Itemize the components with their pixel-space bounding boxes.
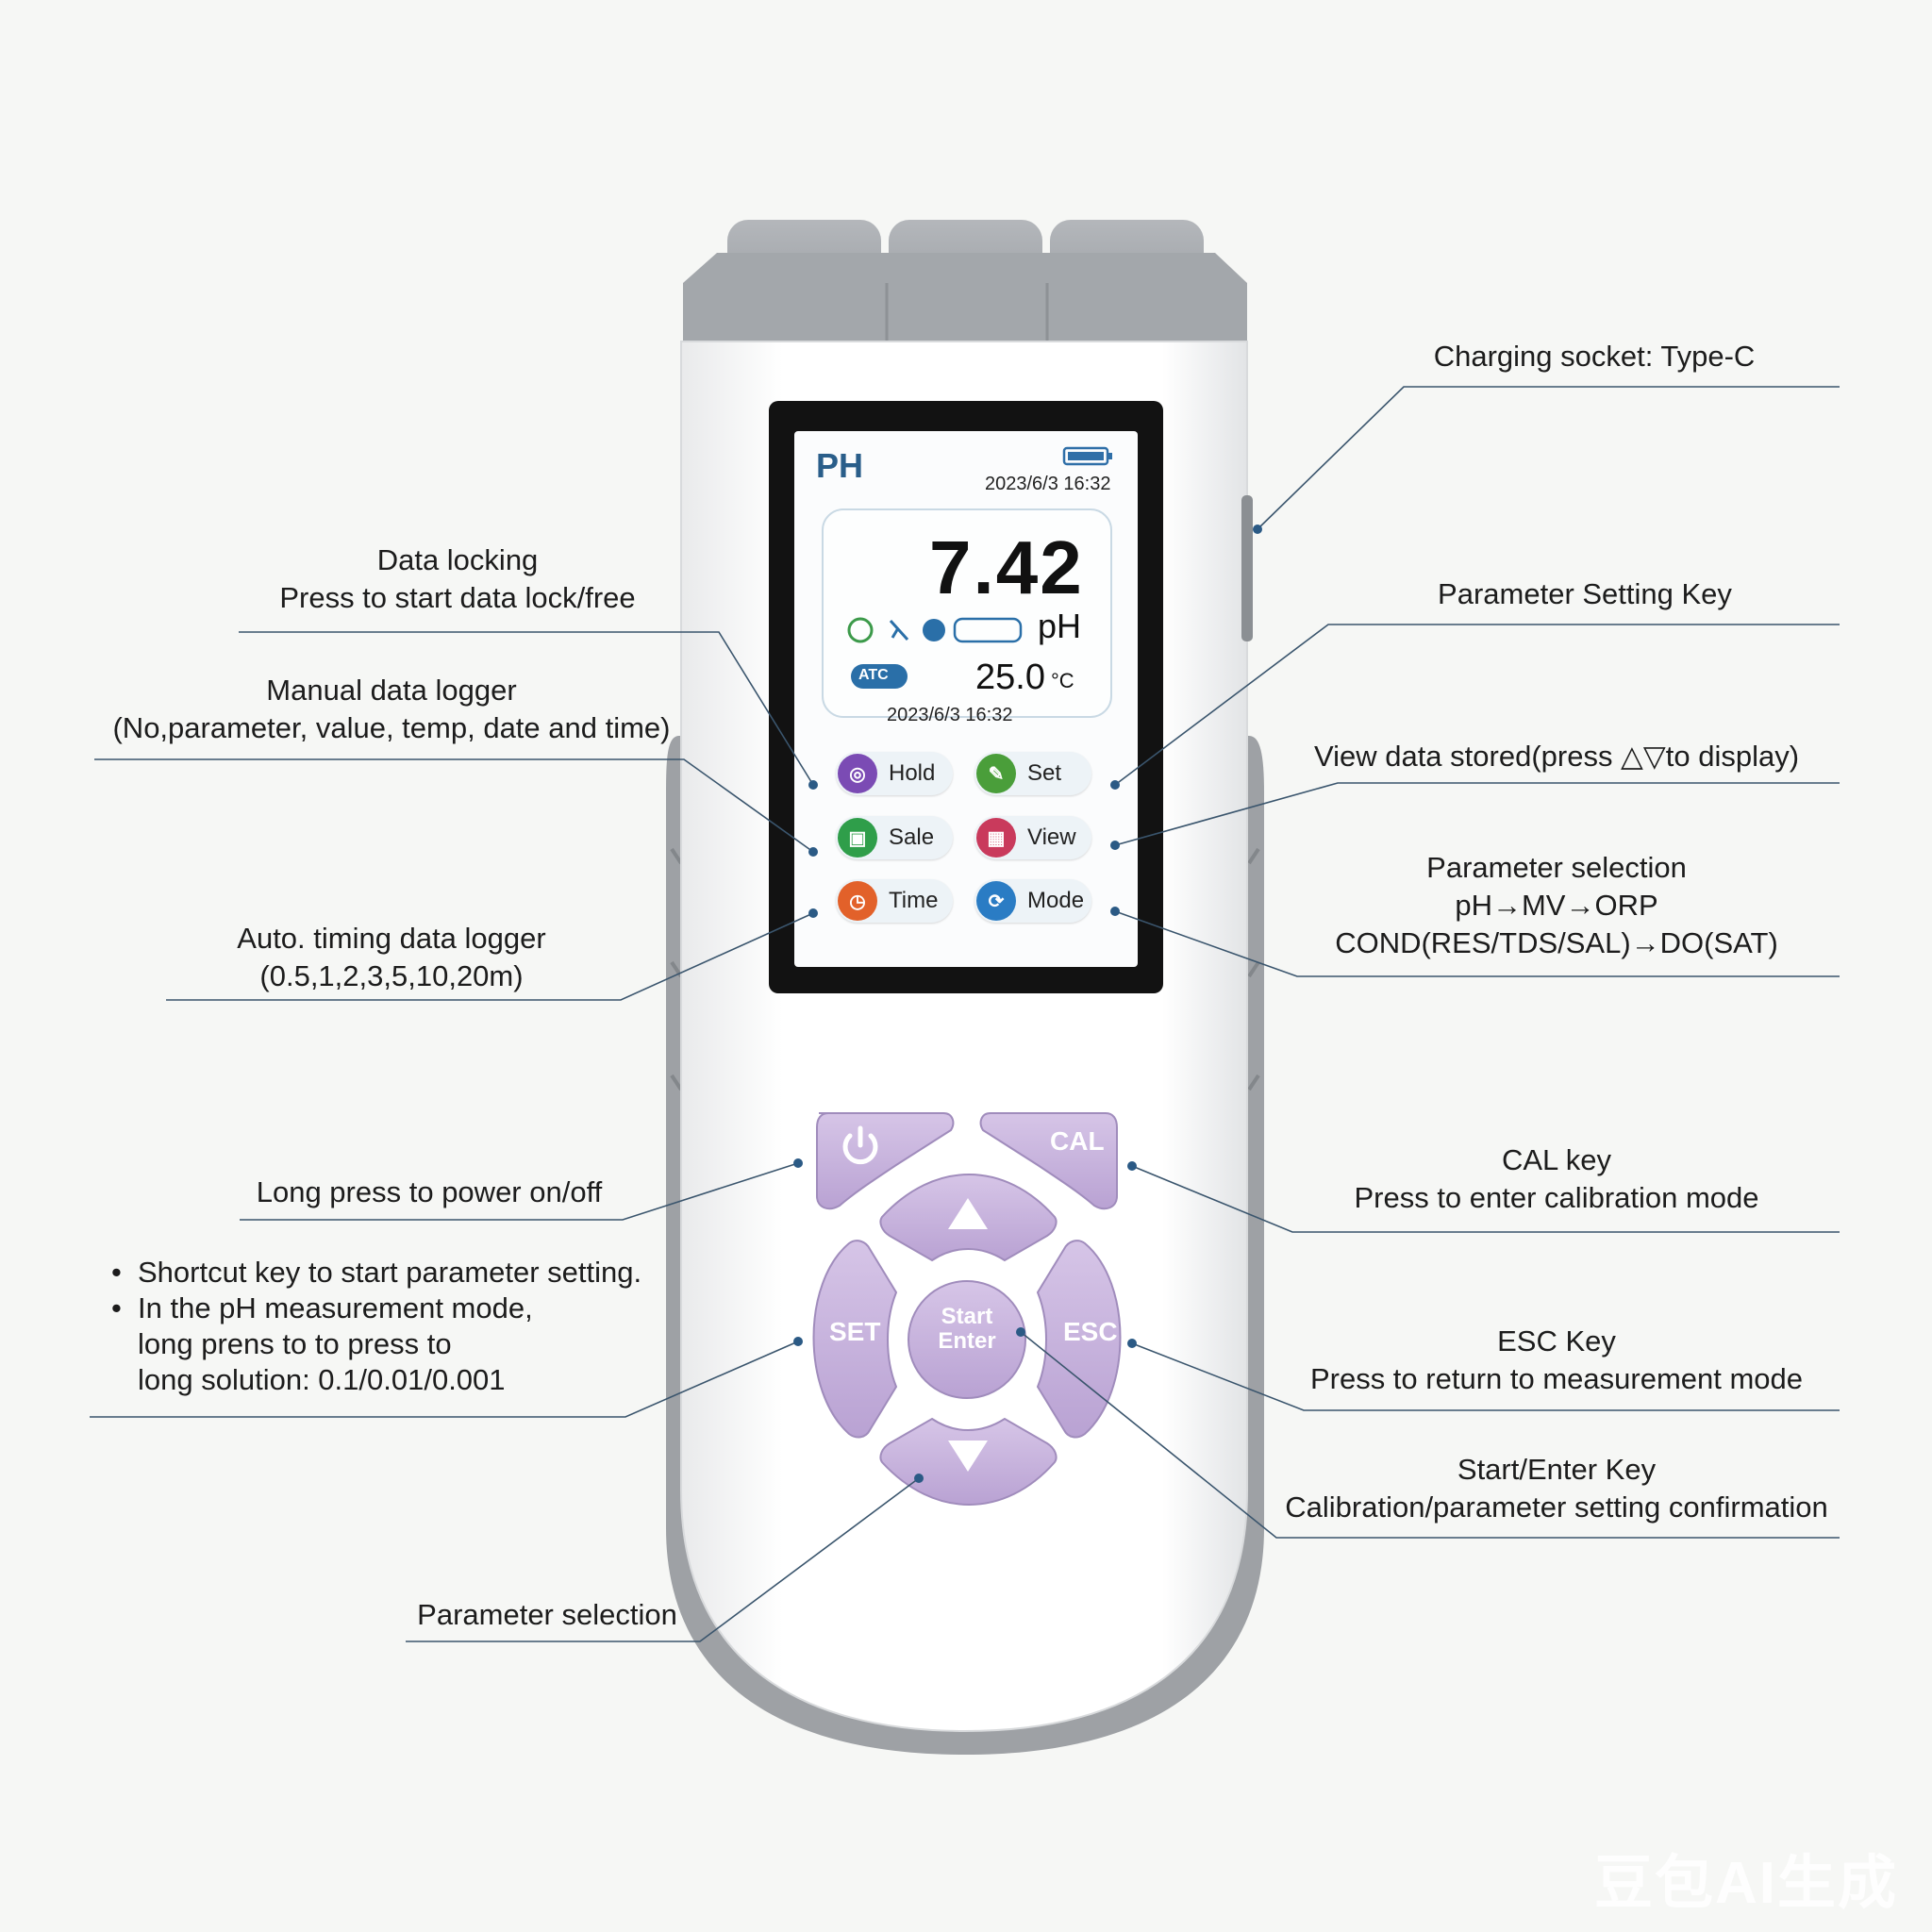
keypad (812, 1112, 1122, 1506)
esc-key-label: ESC (1063, 1317, 1118, 1346)
screen-mode-label: PH (816, 446, 864, 485)
mode-button[interactable]: ⟳ Mode (974, 879, 1091, 923)
set-key[interactable] (812, 1240, 898, 1439)
pin-icon (889, 619, 909, 641)
callout-esc: ESC Key Press to return to measurement m… (1309, 1324, 1804, 1395)
enter-key-label: Start Enter (938, 1304, 996, 1354)
screen-temperature-unit: °C (1051, 669, 1074, 692)
charging-socket[interactable] (1241, 495, 1253, 641)
power-icon (842, 1125, 878, 1165)
down-arrow-icon (948, 1441, 988, 1472)
set-button[interactable]: ✎ Set (974, 752, 1091, 795)
callout-param-selection-mode: Parameter selection pH→MV→ORP COND(RES/T… (1335, 851, 1778, 959)
drop-icon (923, 619, 945, 641)
up-arrow-icon (948, 1198, 988, 1229)
sun-icon (847, 617, 874, 643)
cal-key[interactable] (979, 1112, 1118, 1210)
view-button[interactable]: ▦ View (974, 816, 1091, 859)
watermark: 豆包AI生成 (1594, 1851, 1899, 1916)
probe-icon (953, 617, 1023, 643)
view-icon: ▦ (976, 818, 1016, 858)
callout-dots (793, 525, 1262, 1483)
hold-button-label: Hold (889, 760, 936, 786)
screen-datetime-top: 2023/6/3 16:32 (985, 474, 1111, 494)
callout-view-data: View data stored(press △▽to display) (1313, 740, 1800, 773)
set-key-label: SET (829, 1317, 881, 1346)
battery-icon (1062, 446, 1112, 466)
screen-temperature: 25.0 (975, 658, 1045, 697)
callout-param-selection-down: Parameter selection (417, 1598, 677, 1631)
callout-auto-logger: Auto. timing data logger (0.5,1,2,3,5,10… (237, 922, 546, 992)
hold-icon: ◎ (838, 754, 877, 793)
timer-icon: ◷ (838, 881, 877, 921)
view-button-label: View (1027, 824, 1076, 850)
atc-badge-label: ATC (858, 667, 889, 683)
save-icon: ▣ (838, 818, 877, 858)
screen-datetime-bottom: 2023/6/3 16:32 (887, 705, 1013, 725)
enter-key[interactable] (908, 1280, 1026, 1399)
screen-reading-value: 7.42 (929, 525, 1084, 609)
callout-lines (90, 386, 1840, 1642)
save-button-label: Sale (889, 824, 935, 850)
time-button[interactable]: ◷ Time (836, 879, 953, 923)
hold-button[interactable]: ◎ Hold (836, 752, 953, 795)
callout-enter: Start/Enter Key Calibration/parameter se… (1285, 1453, 1828, 1524)
probe-sockets (683, 220, 1247, 341)
callout-power: Long press to power on/off (256, 1175, 603, 1208)
callout-manual-logger: Manual data logger (No,parameter, value,… (112, 674, 671, 744)
mode-icon: ⟳ (976, 881, 1016, 921)
callout-data-locking: Data locking Press to start data lock/fr… (279, 543, 636, 614)
cal-key-label: CAL (1050, 1126, 1105, 1156)
mode-button-label: Mode (1027, 888, 1085, 913)
save-button[interactable]: ▣ Sale (836, 816, 953, 859)
atc-badge (851, 664, 908, 689)
set-icon: ✎ (976, 754, 1016, 793)
callout-shortcut: Shortcut key to start parameter setting.… (111, 1255, 641, 1398)
screen-reading-unit: pH (1038, 607, 1082, 645)
time-button-label: Time (889, 888, 939, 913)
callout-cal: CAL key Press to enter calibration mode (1354, 1143, 1759, 1214)
callout-param-setting: Parameter Setting Key (1438, 577, 1732, 610)
set-button-label: Set (1027, 760, 1062, 786)
callout-charging: Charging socket: Type-C (1433, 340, 1756, 373)
esc-key[interactable] (1036, 1240, 1122, 1439)
